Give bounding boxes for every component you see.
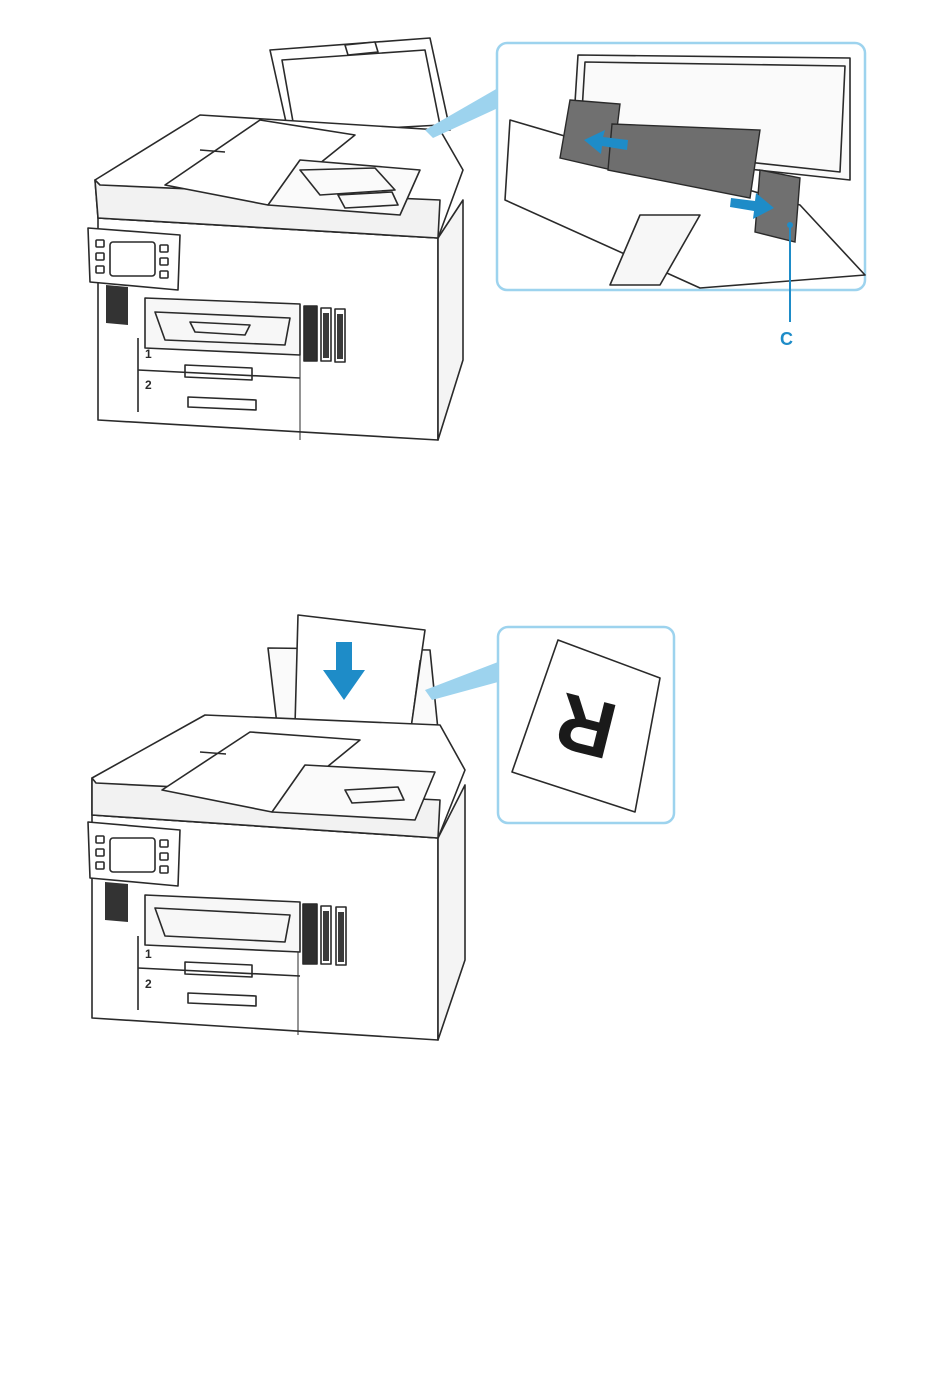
touch-screen xyxy=(110,242,155,276)
callout-label-c: C xyxy=(780,329,793,349)
figure-paper-guides: 1 2 C xyxy=(0,0,950,470)
cassette-1-label: 1 xyxy=(145,347,152,361)
touch-screen-2 xyxy=(110,838,155,872)
figure-2-drawing: 1 2 R xyxy=(0,600,950,1060)
ink-tank-black xyxy=(304,306,317,361)
callout-paper-orientation: R xyxy=(498,627,674,823)
figure-load-paper: 1 2 R xyxy=(0,600,950,1060)
callout-connector-2 xyxy=(425,662,498,700)
cassette-2-label-2: 2 xyxy=(145,977,152,991)
cassette-2-label: 2 xyxy=(145,378,152,392)
ink-tank-black-2 xyxy=(303,904,317,964)
cassette-1-label-2: 1 xyxy=(145,947,152,961)
callout-detail-box xyxy=(497,43,865,322)
figure-1-drawing: 1 2 C xyxy=(0,0,950,470)
